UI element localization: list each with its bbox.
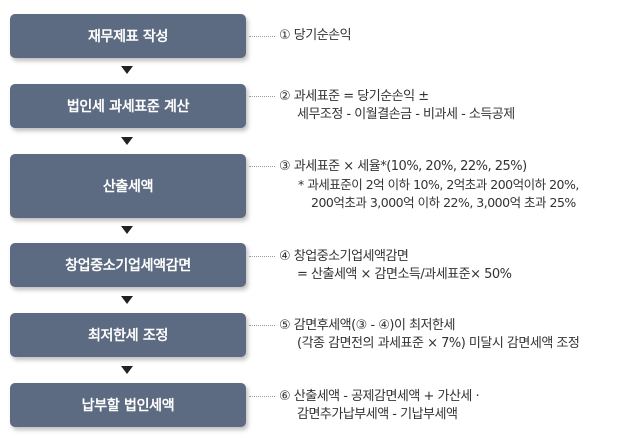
desc-line: ② 과세표준 = 당기순손익 ± — [279, 89, 429, 104]
connector-line — [249, 256, 275, 257]
step-desc-4: ④ 창업중소기업세액감면 = 산출세액 × 감면소득/과세표준× 50% — [279, 248, 623, 284]
step-box-3: 산출세액 — [10, 154, 246, 218]
desc-line: * 과세표준이 2억 이하 10%, 2억초과 200억이하 20%, — [298, 177, 579, 192]
step-box-1: 재무제표 작성 — [10, 14, 246, 58]
desc-line: ⑤ 감면후세액(③ - ④)이 최저한세 — [279, 318, 455, 333]
step-label: 재무제표 작성 — [87, 29, 169, 45]
step-label: 창업중소기업세액감면 — [65, 258, 191, 274]
step-desc-6: ⑥ 산출세액 - 공제감면세액 + 가산세 · 감면추가납부세액 - 기납부세액 — [279, 388, 623, 424]
step-box-4: 창업중소기업세액감면 — [10, 243, 246, 287]
connector-line — [249, 96, 275, 97]
desc-line: ① 당기순손익 — [279, 28, 352, 43]
connector-line — [249, 325, 275, 326]
down-arrow-icon — [121, 66, 133, 74]
step-box-2: 법인세 과세표준 계산 — [10, 84, 246, 128]
down-arrow-icon — [121, 366, 133, 374]
desc-line: = 산출세액 × 감면소득/과세표준× 50% — [297, 267, 512, 282]
desc-line: ③ 과세표준 × 세율*(10%, 20%, 22%, 25%) — [279, 159, 527, 174]
desc-line: 감면추가납부세액 - 기납부세액 — [297, 407, 458, 422]
connector-line — [249, 36, 275, 37]
desc-line: ④ 창업중소기업세액감면 — [279, 249, 409, 264]
step-label: 최저한세 조정 — [87, 328, 169, 344]
desc-line: 200억초과 3,000억 이하 22%, 3,000억 초과 25% — [311, 195, 576, 210]
down-arrow-icon — [121, 296, 133, 304]
step-desc-1: ① 당기순손익 — [279, 27, 623, 45]
down-arrow-icon — [121, 137, 133, 145]
connector-line — [249, 396, 275, 397]
step-box-6: 납부할 법인세액 — [10, 383, 246, 427]
connector-line — [249, 166, 275, 167]
desc-line: 세무조정 - 이월결손금 - 비과세 - 소득공제 — [297, 107, 515, 122]
step-label: 산출세액 — [102, 179, 154, 195]
step-desc-5: ⑤ 감면후세액(③ - ④)이 최저한세 (각종 감면전의 과세표준 × 7%)… — [279, 317, 623, 353]
step-desc-2: ② 과세표준 = 당기순손익 ± 세무조정 - 이월결손금 - 비과세 - 소득… — [279, 88, 623, 124]
desc-line: ⑥ 산출세액 - 공제감면세액 + 가산세 · — [279, 389, 480, 404]
step-label: 납부할 법인세액 — [81, 398, 175, 414]
down-arrow-icon — [121, 226, 133, 234]
desc-line: (각종 감면전의 과세표준 × 7%) 미달시 감면세액 조정 — [297, 336, 580, 351]
step-label: 법인세 과세표준 계산 — [66, 99, 190, 115]
step-desc-3: ③ 과세표준 × 세율*(10%, 20%, 22%, 25%) * 과세표준이… — [279, 158, 623, 212]
step-box-5: 최저한세 조정 — [10, 313, 246, 357]
